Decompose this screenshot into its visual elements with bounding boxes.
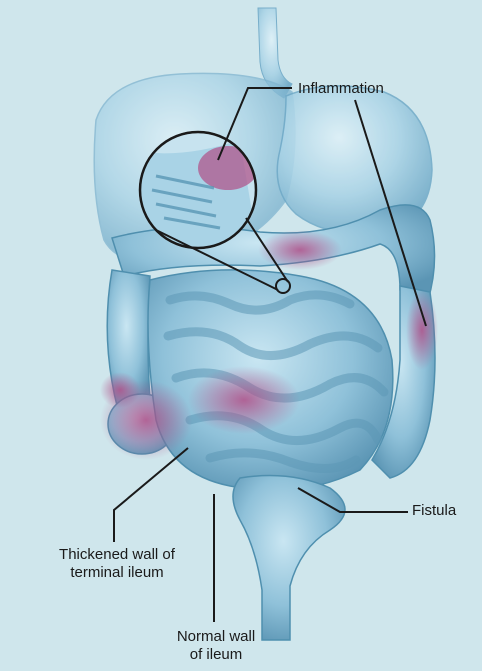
inflammation-label: Inflammation bbox=[298, 80, 384, 98]
normal-wall-label: Normal wall of ileum bbox=[152, 628, 280, 664]
thickened-wall-label-line2: terminal ileum bbox=[28, 564, 206, 582]
normal-wall-label-line2: of ileum bbox=[152, 646, 280, 664]
fistula-label-text: Fistula bbox=[412, 502, 456, 520]
thickened-wall-leader-line bbox=[114, 448, 188, 542]
thickened-wall-label-line1: Thickened wall of bbox=[28, 546, 206, 564]
fistula-label: Fistula bbox=[412, 502, 456, 520]
normal-wall-label-line1: Normal wall bbox=[152, 628, 280, 646]
rectum bbox=[233, 476, 345, 640]
thickened-wall-label: Thickened wall of terminal ileum bbox=[28, 546, 206, 582]
inflammation-label-text: Inflammation bbox=[298, 80, 384, 98]
